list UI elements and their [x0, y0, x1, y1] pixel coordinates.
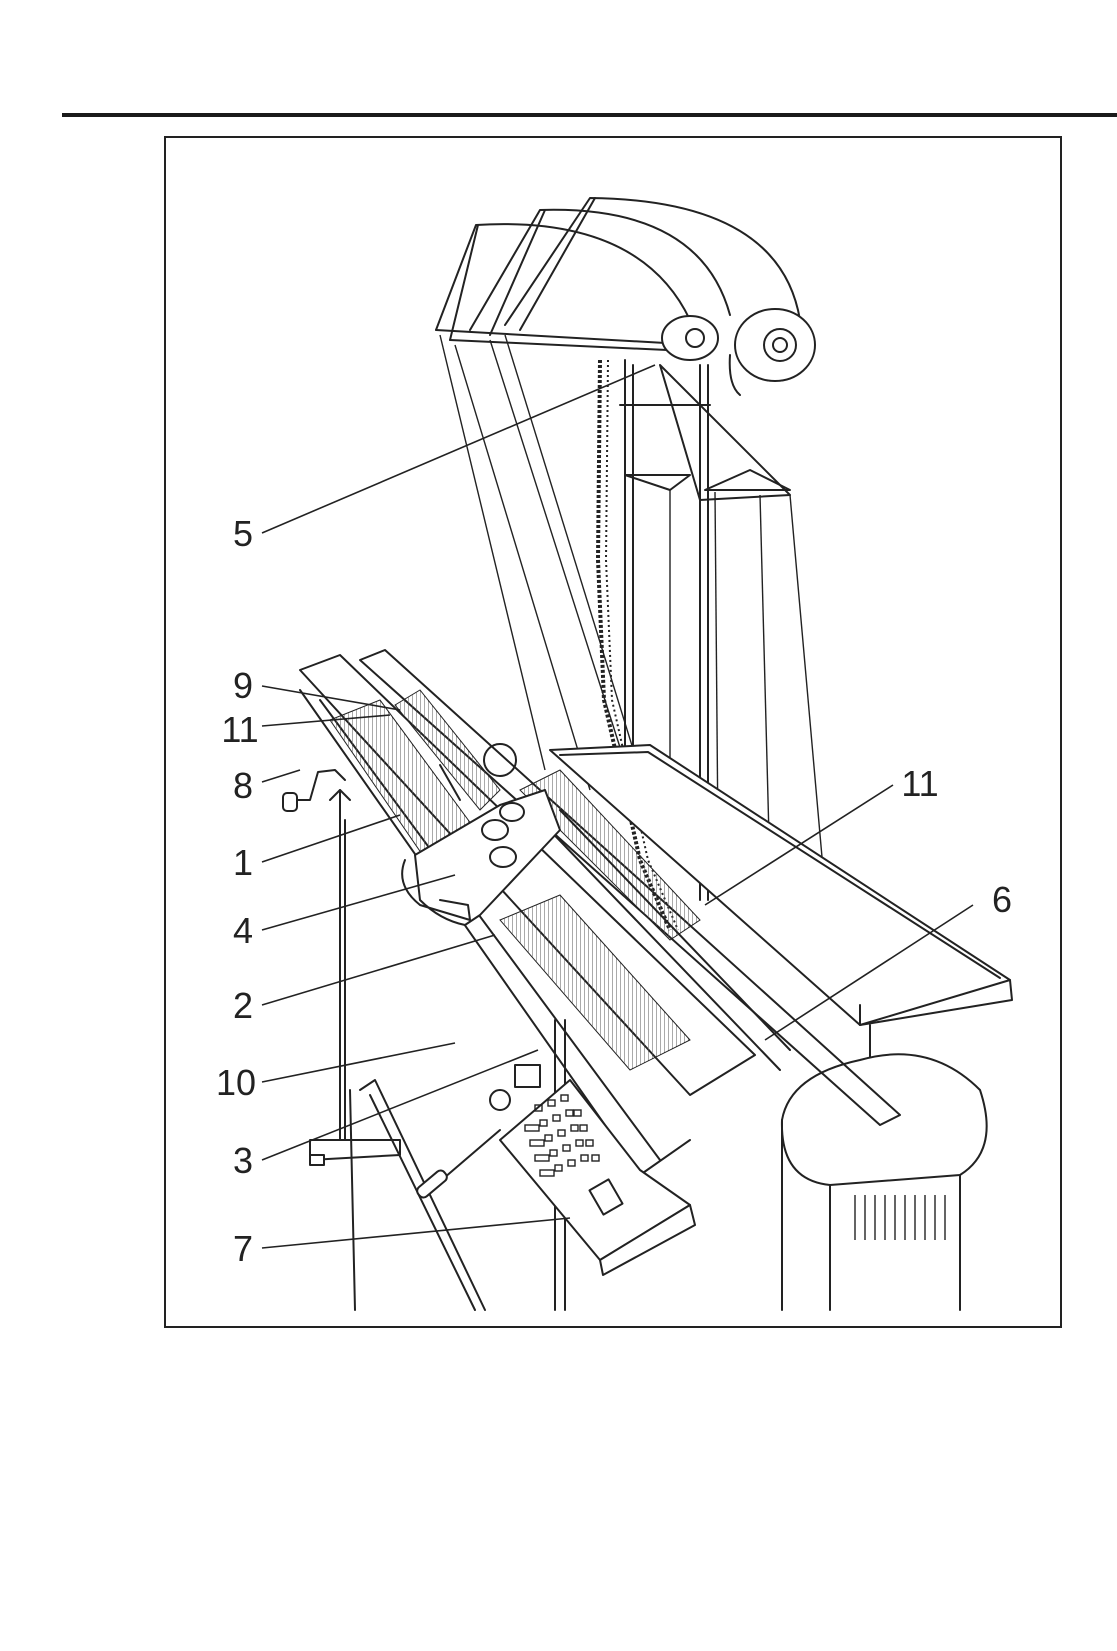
- callout-9: 9: [233, 665, 253, 706]
- callout-11-right: 11: [901, 763, 938, 804]
- callout-10: 10: [216, 1062, 256, 1103]
- callout-5: 5: [233, 513, 253, 554]
- motor-housing: [782, 1054, 987, 1310]
- callout-7: 7: [233, 1228, 253, 1269]
- callout-11-left: 11: [221, 709, 258, 750]
- callout-1: 1: [233, 842, 253, 883]
- callout-2: 2: [233, 985, 253, 1026]
- callout-3: 3: [233, 1140, 253, 1181]
- callout-6: 6: [992, 879, 1012, 920]
- callout-4: 4: [233, 910, 253, 951]
- callout-8: 8: [233, 765, 253, 806]
